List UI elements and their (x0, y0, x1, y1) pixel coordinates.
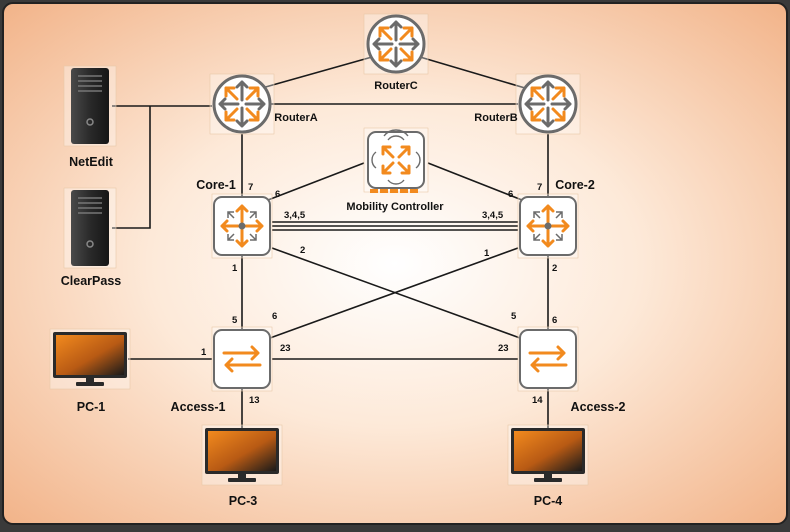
routerB-label: RouterB (474, 112, 517, 124)
netedit-server[interactable] (63, 65, 117, 147)
port-label: 6 (552, 315, 557, 326)
access-2-label: Access-2 (571, 400, 626, 414)
core-1-label: Core-1 (196, 178, 236, 192)
pc-1[interactable] (49, 328, 131, 390)
access-1-label: Access-1 (171, 400, 226, 414)
pc-3[interactable] (201, 424, 283, 486)
clearpass-server[interactable] (63, 187, 117, 269)
access-switch-icon (528, 345, 568, 373)
link-mc-core1 (267, 162, 365, 201)
router-a[interactable] (209, 73, 275, 135)
port-label: 3,4,5 (482, 210, 504, 221)
port-label: 2 (300, 245, 305, 256)
pc-4[interactable] (507, 424, 589, 486)
port-label: 14 (532, 395, 543, 406)
port-label: 6 (508, 189, 513, 200)
router-icon (378, 26, 414, 62)
port-label: 1 (484, 248, 490, 259)
port-label: 5 (511, 311, 517, 322)
port-label: 3,4,5 (284, 210, 306, 221)
router-icon (530, 86, 566, 122)
routerC-label: RouterC (374, 80, 417, 92)
port-label: 23 (280, 343, 291, 354)
port-label: 7 (248, 182, 253, 193)
port-label: 6 (275, 189, 280, 200)
port-label: 5 (232, 315, 238, 326)
link-routerB-routerC (419, 56, 526, 89)
router-icon (224, 86, 260, 122)
links (112, 56, 549, 430)
netedit-label: NetEdit (69, 155, 114, 169)
core-2-label: Core-2 (555, 178, 595, 192)
wireless-icon (371, 129, 421, 185)
port-label: 13 (249, 395, 260, 406)
mobility-controller-label: Mobility Controller (346, 201, 444, 213)
core-switch-icon (526, 204, 570, 248)
pc-1-label: PC-1 (77, 400, 106, 414)
access-switch-icon (222, 345, 262, 373)
link-core2-access1 (269, 247, 519, 339)
router-c[interactable] (363, 13, 429, 75)
access-2-switch[interactable] (517, 326, 579, 392)
link-clearpass-routerA (112, 106, 151, 229)
port-label: 6 (272, 311, 277, 322)
mobility-controller[interactable] (363, 127, 429, 193)
server-icon (71, 68, 109, 144)
link-routerA-routerC (261, 56, 373, 89)
pc-3-label: PC-3 (229, 494, 258, 508)
port-label: 1 (201, 347, 207, 358)
port-label: 2 (552, 263, 557, 274)
server-icon (71, 190, 109, 266)
port-label: 7 (537, 182, 542, 193)
port-label: 23 (498, 343, 509, 354)
core-1-switch[interactable] (211, 193, 273, 259)
router-b[interactable] (515, 73, 581, 135)
core-switch-icon (220, 204, 264, 248)
pc-4-label: PC-4 (534, 494, 563, 508)
core-2-switch[interactable] (517, 193, 579, 259)
access-1-switch[interactable] (211, 326, 273, 392)
link-mc-core2 (427, 162, 523, 201)
clearpass-label: ClearPass (61, 274, 122, 288)
port-label: 1 (232, 263, 238, 274)
diagram-background (2, 2, 788, 525)
routerA-label: RouterA (274, 112, 317, 124)
